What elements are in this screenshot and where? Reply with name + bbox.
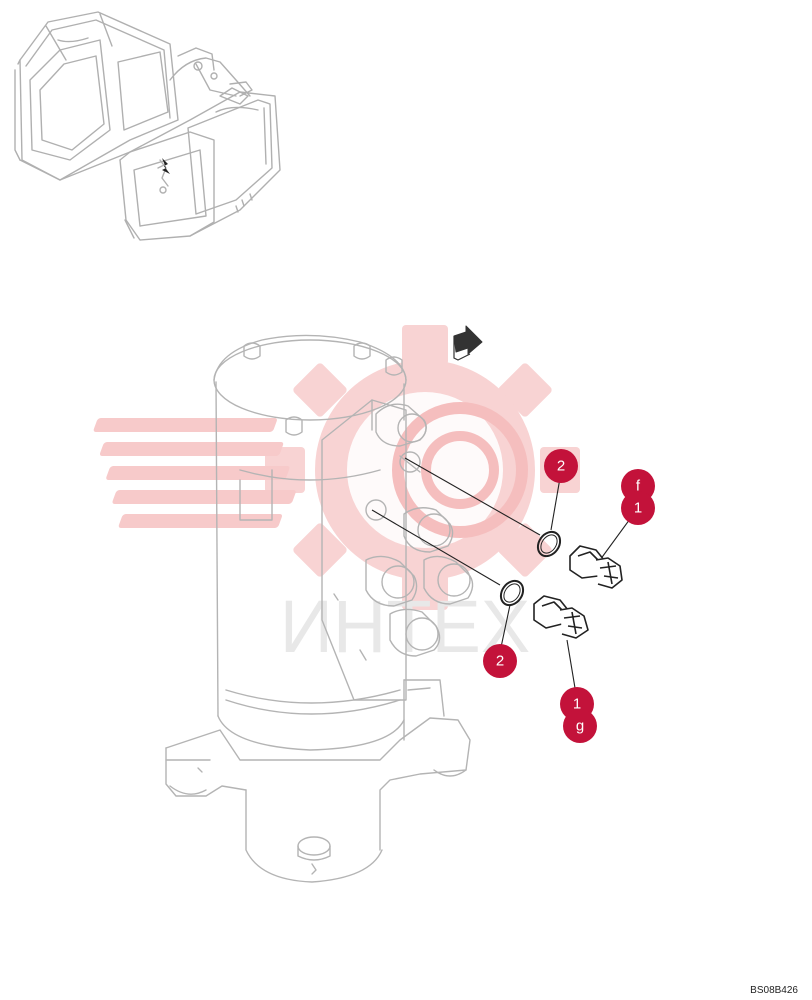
front-direction-arrow-icon	[453, 325, 483, 361]
callout-label: g	[576, 718, 584, 735]
fitting-upper	[569, 545, 623, 589]
callout-label: 2	[557, 458, 565, 475]
callout-label: 2	[496, 653, 504, 670]
callout-2-lower: 2	[483, 644, 517, 678]
callouts: 2 f 1 2 1 g	[483, 449, 655, 743]
callout-2-upper: 2	[544, 449, 578, 483]
callout-label: 1	[573, 696, 581, 713]
o-ring-lower	[499, 579, 525, 607]
callout-label: 1	[634, 500, 642, 517]
o-ring-upper	[536, 530, 562, 558]
callout-1-upper: 1	[621, 491, 655, 525]
callout-circle	[621, 491, 655, 525]
callout-circle	[544, 449, 578, 483]
callout-circle	[483, 644, 517, 678]
fitting-lower	[533, 595, 589, 639]
callout-label: f	[636, 478, 641, 495]
callout-g: g	[563, 709, 597, 743]
location-marker-icon	[162, 158, 170, 174]
watermark-logo	[93, 325, 580, 610]
drawing-reference-code: BS08B426	[750, 985, 798, 996]
excavator-overview-sketch	[14, 11, 281, 241]
callout-circle	[563, 709, 597, 743]
swivel-joint-drawing	[165, 334, 474, 883]
